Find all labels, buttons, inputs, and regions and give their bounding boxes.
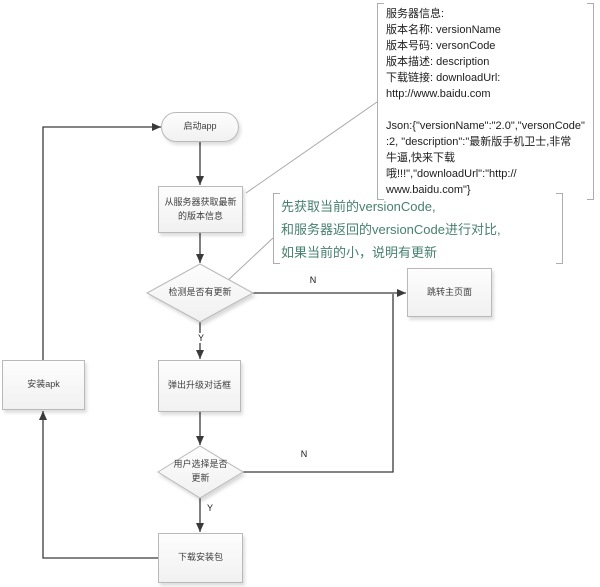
flow-node-install-apk: 安装apk (2, 360, 85, 410)
flow-node-download-package: 下载安装包 (158, 533, 243, 583)
flow-node-jump-main-page: 跳转主页面 (407, 268, 492, 317)
edge-label-detect-yes: Y (194, 333, 208, 343)
edge-label-choice-yes: Y (203, 503, 217, 513)
server-info-left-bracket (377, 3, 384, 200)
leader-line-server-info (245, 101, 378, 194)
edge-label-choice-no: N (297, 449, 311, 459)
annotation-left-bracket (273, 193, 280, 264)
edge-install-to-start (42, 123, 161, 360)
flow-node-start-app: 启动app (161, 112, 239, 142)
annotation-right-bracket (556, 193, 563, 264)
flow-node-fetch-version: 从服务器获取最新 的版本信息 (158, 186, 243, 233)
server-info-right-bracket (587, 3, 594, 200)
annotation-text: 先获取当前的versionCode, 和服务器返回的versionCode进行对… (281, 199, 501, 260)
decision-diamond-user-choice (157, 445, 244, 499)
edge-choice-no-join (243, 294, 394, 473)
edge-label-detect-no: N (306, 275, 320, 285)
flow-node-upgrade-dialog: 弹出升级对话框 (158, 360, 241, 412)
decision-diamond-detect-update (145, 263, 255, 323)
edge-download-to-install (39, 411, 158, 559)
leader-line-annotation (224, 237, 274, 284)
server-info-text: 服务器信息: 版本名称: versionName 版本号码: versonCod… (386, 8, 585, 196)
